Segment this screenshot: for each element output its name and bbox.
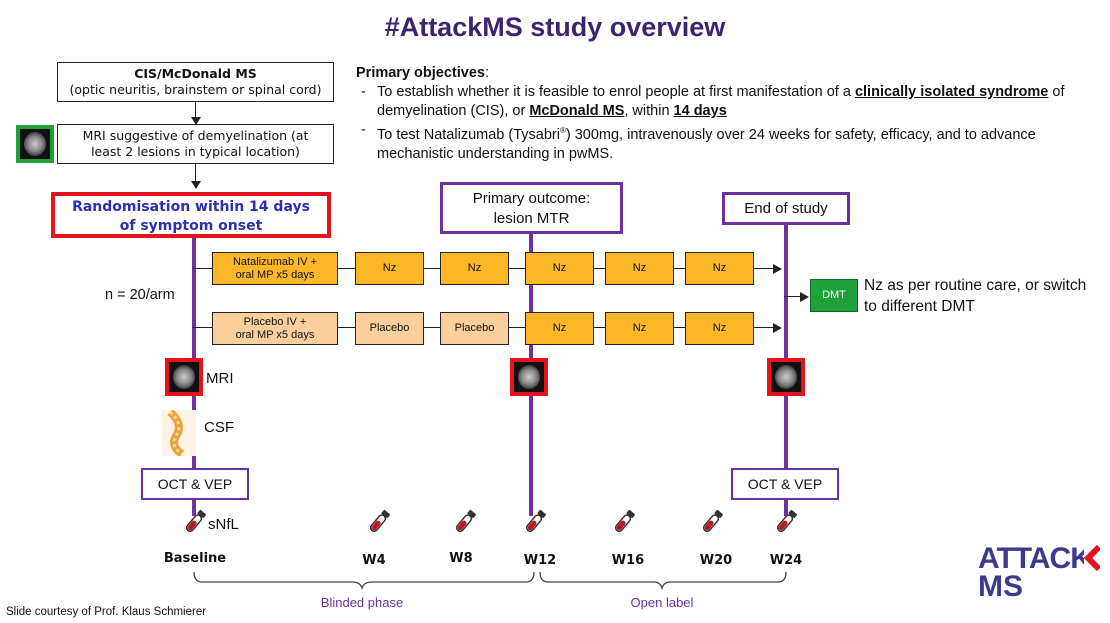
oct-vep-baseline-box: OCT & VEP (141, 468, 249, 500)
dmt-note-line1: Nz as per routine care, or switch (864, 277, 1087, 294)
arrow-right-icon (773, 323, 782, 333)
arm2-cell: Placebo (355, 312, 424, 345)
snfl-label: sNfL (208, 516, 239, 533)
eligibility-box: CIS/McDonald MS (optic neuritis, brainst… (57, 62, 334, 102)
arm1-cell: Nz (355, 252, 424, 285)
logo-line1: ATTACK (978, 542, 1092, 575)
objective-1: To establish whether it is feasible to e… (356, 83, 1106, 121)
dmt-line (784, 296, 800, 298)
arrow-down-icon (191, 181, 201, 189)
end-of-study-label: End of study (744, 200, 828, 217)
csf-label: CSF (204, 419, 234, 436)
eligibility-subtitle: (optic neuritis, brainstem or spinal cor… (69, 82, 322, 97)
oct-vep-w24-box: OCT & VEP (731, 468, 839, 500)
arrow-right-icon (773, 264, 782, 274)
arm1-cell: Nz (605, 252, 674, 285)
attack-ms-logo: ATTACK MS (978, 542, 1092, 603)
arm2-start-line1: Placebo IV + (243, 315, 307, 328)
week-label: W12 (523, 553, 557, 568)
arm1-start-line1: Natalizumab IV + (232, 255, 318, 268)
blinded-phase-label: Blinded phase (320, 595, 404, 610)
arm1-cell: Nz (440, 252, 509, 285)
arm2-cell: Nz (605, 312, 674, 345)
logo-line2: MS (978, 570, 1023, 603)
arm2-cell: Nz (525, 312, 594, 345)
mri-criteria-line2: least 2 lesions in typical location) (91, 144, 300, 159)
n-per-arm-label: n = 20/arm (105, 287, 175, 303)
connector (195, 164, 197, 184)
blood-tube-icon (365, 508, 393, 536)
week-label: Baseline (163, 551, 227, 566)
eligibility-title: CIS/McDonald MS (134, 66, 257, 81)
slide-title: #AttackMS study overview (384, 12, 726, 42)
arm1-cell: Nz (525, 252, 594, 285)
week-label: W16 (611, 553, 645, 568)
arm2-start-line2: oral MP x5 days (235, 328, 315, 341)
spine-icon (162, 408, 196, 458)
primary-objectives: Primary objectives: To establish whether… (356, 64, 1106, 164)
randomisation-box: Randomisation within 14 days of symptom … (51, 192, 331, 238)
credit-text: Slide courtesy of Prof. Klaus Schmierer (6, 606, 207, 618)
logo-accent-icon (1083, 544, 1102, 572)
week-label: W4 (362, 553, 386, 568)
mri-baseline-icon (165, 358, 203, 396)
primary-outcome-line2: lesion MTR (493, 210, 570, 227)
mri-criteria-line1: MRI suggestive of demyelination (at (82, 128, 309, 143)
blood-tube-icon (698, 508, 726, 536)
open-label-phase-label: Open label (630, 595, 694, 610)
primary-outcome-box: Primary outcome: lesion MTR (440, 182, 623, 234)
primary-outcome-line1: Primary outcome: (472, 190, 591, 207)
phase-braces (193, 571, 787, 590)
blood-tube-icon (181, 508, 209, 536)
arm1-start-box: Natalizumab IV + oral MP x5 days (212, 252, 338, 285)
randomisation-line1: Randomisation within 14 days (72, 199, 310, 215)
mri-w24-icon (767, 358, 805, 396)
randomisation-line2: of symptom onset (119, 218, 263, 234)
arm2-start-box: Placebo IV + oral MP x5 days (212, 312, 338, 345)
blood-tube-icon (610, 508, 638, 536)
mri-criteria-box: MRI suggestive of demyelination (at leas… (57, 124, 334, 164)
objective-2: To test Natalizumab (Tysabri®) 300mg, in… (356, 121, 1106, 164)
week-label: W20 (699, 553, 733, 568)
objectives-heading: Primary objectives (356, 65, 485, 81)
week-label: W24 (769, 553, 803, 568)
dmt-box: DMT (810, 279, 858, 312)
arrow-down-icon (191, 117, 201, 125)
week-label: W8 (449, 551, 473, 566)
mri-label: MRI (206, 370, 234, 387)
arm2-cell: Nz (685, 312, 754, 345)
arm1-cell: Nz (685, 252, 754, 285)
blood-tube-icon (772, 508, 800, 536)
end-of-study-box: End of study (722, 192, 850, 225)
arrow-right-icon (800, 292, 809, 302)
mri-w12-icon (510, 358, 548, 396)
dmt-note-line2: to different DMT (864, 298, 975, 315)
connector (195, 102, 197, 120)
arm1-start-line2: oral MP x5 days (235, 268, 315, 281)
mri-scan-icon (16, 125, 54, 163)
blood-tube-icon (451, 508, 479, 536)
dmt-note: Nz as per routine care, or switch to dif… (864, 275, 1086, 317)
arm2-cell: Placebo (440, 312, 509, 345)
blood-tube-icon (521, 508, 549, 536)
